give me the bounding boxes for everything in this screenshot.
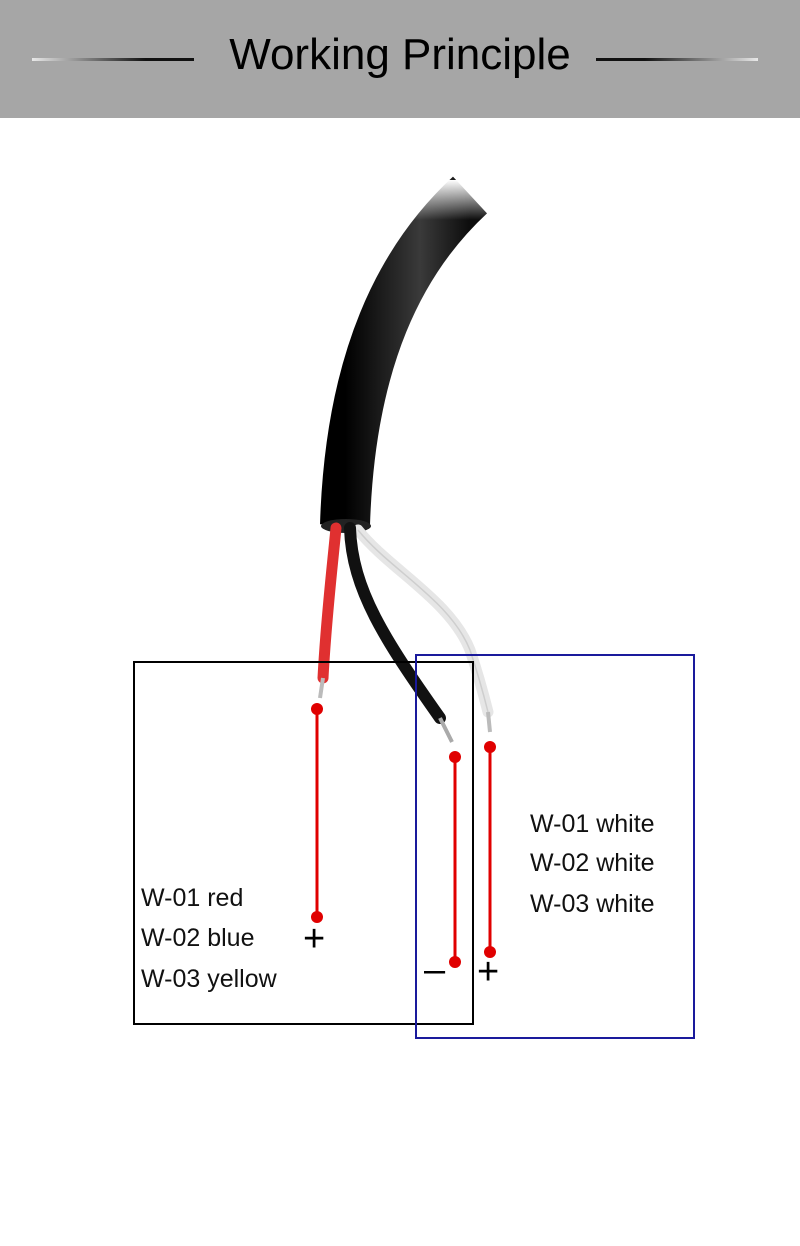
left-label-w01: W-01 red <box>141 884 244 912</box>
right-box <box>415 654 695 1039</box>
lead-dot <box>449 956 461 968</box>
lead-dot <box>449 751 461 763</box>
page-title: Working Principle <box>229 30 571 79</box>
right-label-w02: W-02 white <box>530 849 655 877</box>
header-decor-line-left <box>32 58 194 61</box>
lead-dot <box>311 911 323 923</box>
header-bar: Working Principle <box>0 0 800 118</box>
left-label-w02: W-02 blue <box>141 924 255 952</box>
black-wire-tip <box>438 717 454 743</box>
cable-fade <box>400 180 490 220</box>
black-wire <box>344 522 446 724</box>
left-box <box>133 661 474 1025</box>
negative-sign: – <box>424 949 446 991</box>
lead-dot <box>484 946 496 958</box>
left-label-w03: W-03 yellow <box>141 965 277 993</box>
right-label-w03: W-03 white <box>530 890 655 918</box>
positive-sign-left: + <box>303 918 326 960</box>
header-decor-line-right <box>596 58 758 61</box>
white-wire-tip <box>486 711 492 733</box>
lead-dot <box>484 741 496 753</box>
red-wire-tip <box>318 677 325 699</box>
positive-sign-right: + <box>477 951 500 993</box>
red-wire <box>317 522 342 684</box>
lead-dot <box>311 703 323 715</box>
right-label-w01: W-01 white <box>530 810 655 838</box>
cable-jacket <box>320 176 488 526</box>
